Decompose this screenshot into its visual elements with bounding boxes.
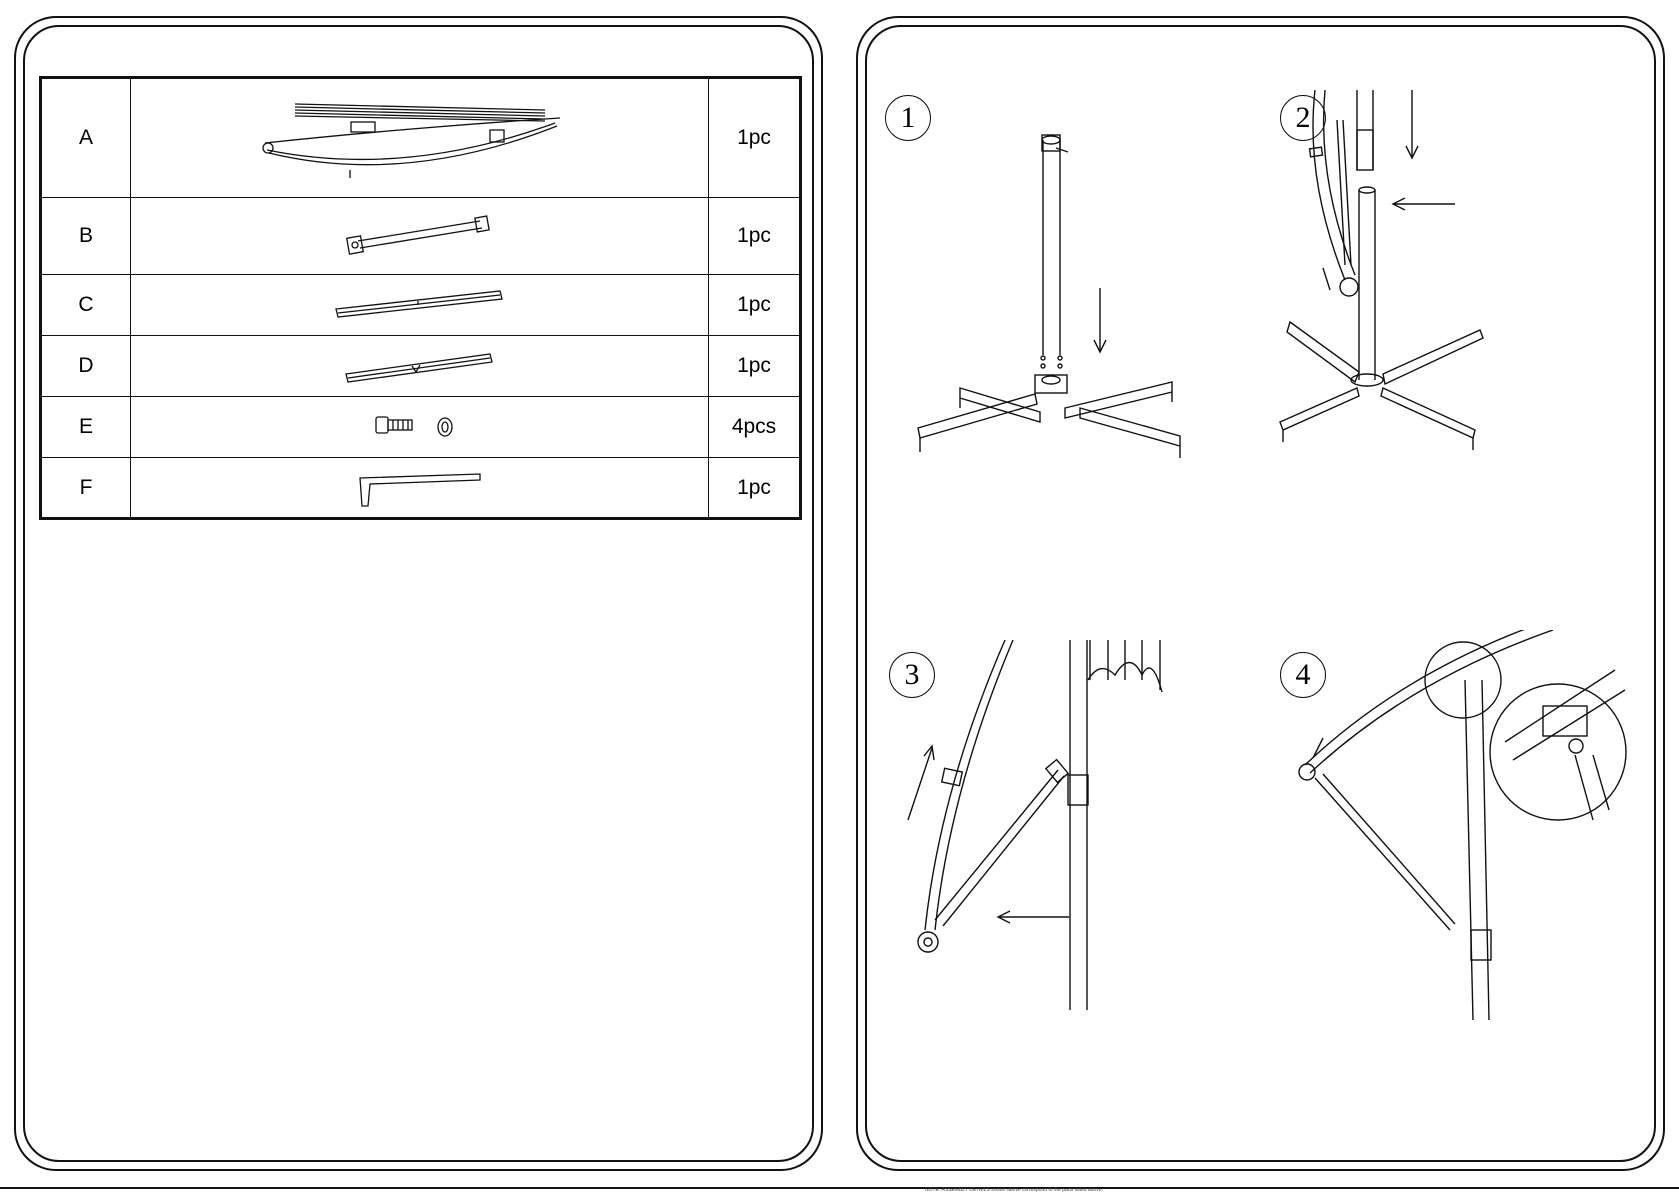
part-letter: D [41,336,131,397]
part-qty: 1pc [709,198,801,275]
part-row-f: F 1pc [41,458,801,519]
attach-upper-pole-to-base-illustration [1275,90,1615,470]
part-letter: A [41,78,131,198]
part-qty: 1pc [709,336,801,397]
part-qty: 1pc [709,458,801,519]
step-2: 2 [1275,90,1615,470]
allen-key-icon [131,458,709,519]
step-4: 4 [1275,630,1645,1020]
part-row-a: A 1pc [41,78,801,198]
part-letter: F [41,458,131,519]
insert-pole-into-cross-base-illustration [880,90,1220,470]
lock-strut-bracket-detail-illustration [1275,630,1645,1020]
canopy-arm-assembly-icon [131,78,709,198]
part-letter: B [41,198,131,275]
bottom-rule [0,1187,1679,1189]
part-qty: 1pc [709,78,801,198]
base-bar-icon [131,275,709,336]
part-row-c: C 1pc [41,275,801,336]
part-row-b: B 1pc [41,198,801,275]
footnote: NOTE: ASSEMBLY DETAILS shown above corre… [925,1188,1103,1192]
part-letter: C [41,275,131,336]
part-row-d: D 1pc [41,336,801,397]
raise-arm-and-attach-strut-illustration [880,630,1220,1020]
base-bar-notched-icon [131,336,709,397]
step-3: 3 [880,630,1220,1020]
pole-section-icon [131,198,709,275]
part-row-e: E 4pcs [41,397,801,458]
part-qty: 4pcs [709,397,801,458]
part-letter: E [41,397,131,458]
parts-table: A 1pc B [39,76,802,520]
part-qty: 1pc [709,275,801,336]
bolt-and-washer-icon [131,397,709,458]
step-1: 1 [880,90,1220,470]
